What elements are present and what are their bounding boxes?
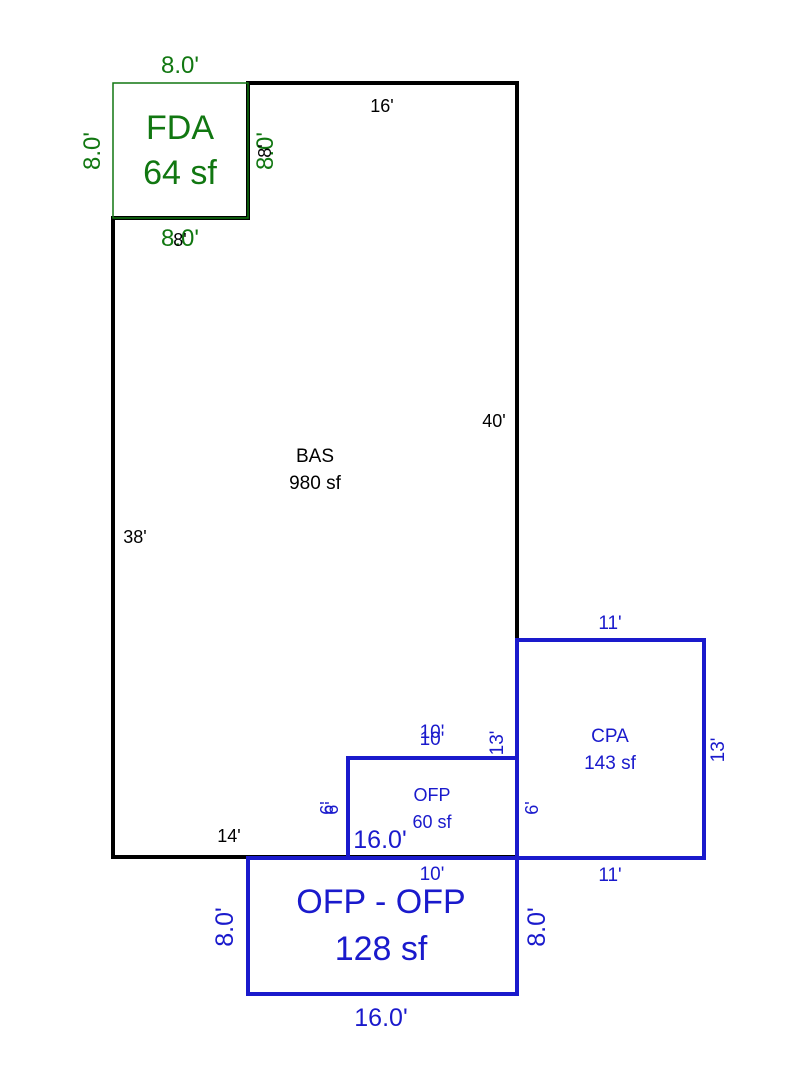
ofp-small-dim-top: 10'	[420, 722, 445, 743]
cpa-dim-top: 11'	[598, 613, 621, 634]
bas-dim-top: 16'	[370, 96, 393, 116]
ofp-small-name: OFP	[413, 785, 450, 805]
ofp-ofp-name: OFP - OFP	[296, 883, 465, 921]
ofp-small-area: 60 sf	[412, 812, 452, 832]
fda-dim-top: 8.0'	[161, 52, 199, 79]
fda-area: 64 sf	[143, 154, 217, 192]
ofp-ofp-dim-right: 8.0'	[523, 907, 551, 947]
ofp-small-dim-right: 6'	[522, 801, 542, 814]
bas-dim-left: 38'	[123, 527, 146, 547]
fda-outline	[112, 82, 249, 219]
ofp-ofp-dim-bottom: 16.0'	[354, 1004, 407, 1032]
bas-name: BAS	[296, 446, 334, 467]
cpa-outline	[515, 638, 706, 860]
ofp-small-dim-left: 6'	[317, 801, 337, 814]
bas-dim-right: 40'	[482, 411, 505, 431]
cpa-dim-right: 13'	[708, 738, 729, 763]
bas-dim-notch-vertical: 8'	[255, 144, 275, 157]
ofp-ofp-dim-left: 8.0'	[211, 907, 239, 947]
ofp-small-dim-bottom: 10'	[420, 864, 445, 885]
cpa-dim-left: 13'	[487, 731, 508, 756]
bas-dim-notch-horizontal: 8'	[173, 230, 186, 250]
ofp-ofp-area: 128 sf	[335, 930, 428, 968]
cpa-area: 143 sf	[584, 753, 636, 774]
fda-dim-left: 8.0'	[79, 132, 106, 170]
ofp-small-dim-bottom-overlap: 16.0'	[353, 826, 406, 854]
ofp-small-dim-left-overlap: 6'	[322, 801, 342, 814]
bas-outline	[111, 81, 519, 859]
ofp-ofp-outline	[246, 856, 519, 996]
cpa-dim-bottom: 11'	[598, 865, 621, 886]
fda-dim-right: 8.0'	[252, 132, 279, 170]
bas-dim-bottom: 14'	[217, 826, 240, 846]
fda-dim-bottom: 8.0'	[161, 225, 199, 252]
fda-name: FDA	[146, 109, 214, 147]
bas-area: 980 sf	[289, 473, 341, 494]
cpa-name: CPA	[591, 726, 629, 747]
ofp-small-dim-top-overlap: 10'	[420, 729, 445, 750]
